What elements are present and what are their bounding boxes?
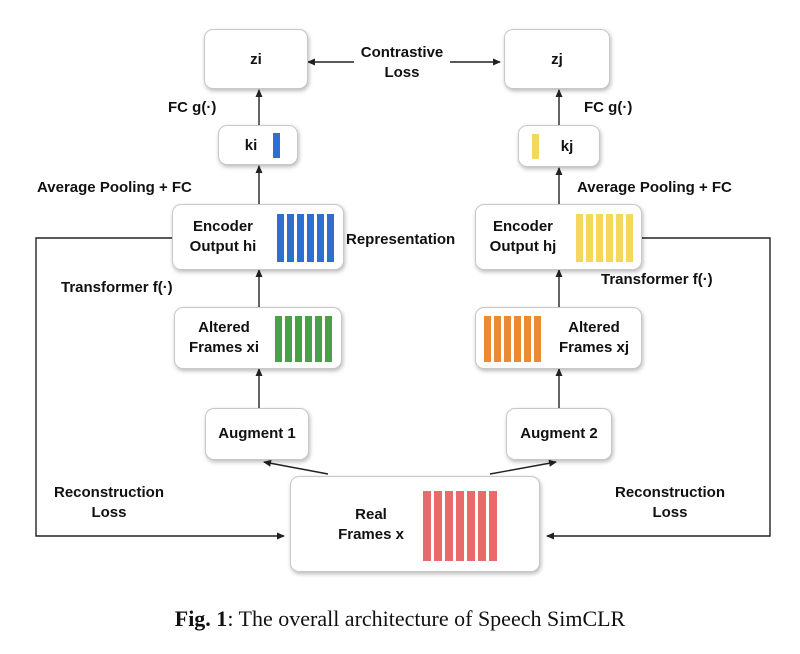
bar bbox=[467, 491, 475, 561]
bar bbox=[576, 214, 583, 262]
augment-1-box: Augment 1 bbox=[205, 408, 309, 460]
bar bbox=[456, 491, 464, 561]
bar bbox=[524, 316, 531, 362]
bar bbox=[489, 491, 497, 561]
figure-caption: Fig. 1: The overall architecture of Spee… bbox=[0, 606, 800, 632]
zi-label: zi bbox=[250, 51, 262, 68]
real-frames-x-box: Real Frames x bbox=[290, 476, 540, 572]
bar bbox=[287, 214, 294, 262]
encoder-hi-bars bbox=[277, 214, 334, 262]
fc-g-left-label: FC g(·) bbox=[168, 99, 217, 116]
ki-vector-bar bbox=[273, 133, 280, 158]
reconstruction-loss-left-2: Loss bbox=[91, 504, 127, 521]
contrastive-loss-label-1: Contrastive bbox=[360, 44, 444, 61]
zj-box: zj bbox=[504, 29, 610, 89]
transformer-left-label: Transformer f(·) bbox=[61, 279, 173, 296]
kj-label: kj bbox=[560, 138, 574, 155]
real-line1: Real bbox=[355, 506, 387, 523]
altered-xi-bars bbox=[275, 316, 332, 362]
bar bbox=[445, 491, 453, 561]
bar bbox=[606, 214, 613, 262]
altered-frames-xi-box: Altered Frames xi bbox=[174, 307, 342, 369]
bar bbox=[626, 214, 633, 262]
bar bbox=[494, 316, 501, 362]
bar bbox=[514, 316, 521, 362]
encoder-hj-line1: Encoder bbox=[492, 218, 553, 235]
bar bbox=[423, 491, 431, 561]
real-frames-bars bbox=[423, 491, 497, 561]
arrow-real-to-augment-2 bbox=[489, 459, 557, 475]
bar bbox=[478, 491, 486, 561]
contrastive-loss-label-2: Loss bbox=[384, 64, 420, 81]
encoder-output-hj-box: Encoder Output hj bbox=[475, 204, 642, 270]
encoder-output-hi-box: Encoder Output hi bbox=[172, 204, 344, 270]
real-line2: Frames x bbox=[338, 526, 404, 543]
bar bbox=[277, 214, 284, 262]
arrow-real-to-augment-1 bbox=[263, 459, 329, 475]
zj-label: zj bbox=[551, 51, 563, 68]
altered-xj-bars bbox=[484, 316, 541, 362]
avg-pooling-left-label: Average Pooling + FC bbox=[37, 179, 192, 196]
encoder-hi-line1: Encoder bbox=[192, 218, 253, 235]
encoder-hj-line2: Output hj bbox=[489, 238, 557, 255]
bar bbox=[315, 316, 322, 362]
augment-2-label: Augment 2 bbox=[520, 425, 598, 442]
augment-2-box: Augment 2 bbox=[506, 408, 612, 460]
ki-box: ki bbox=[218, 125, 298, 165]
bar bbox=[305, 316, 312, 362]
fc-g-right-label: FC g(·) bbox=[584, 99, 633, 116]
reconstruction-loss-right-2: Loss bbox=[652, 504, 688, 521]
reconstruction-loss-left-1: Reconstruction bbox=[53, 484, 164, 501]
altered-xj-line2: Frames xj bbox=[558, 339, 630, 356]
bar bbox=[504, 316, 511, 362]
bar bbox=[327, 214, 334, 262]
bar bbox=[295, 316, 302, 362]
altered-xi-line1: Altered bbox=[198, 319, 250, 336]
bar bbox=[285, 316, 292, 362]
encoder-hi-line2: Output hi bbox=[189, 238, 257, 255]
kj-box: kj bbox=[518, 125, 600, 167]
reconstruction-path-left bbox=[35, 237, 285, 540]
zi-box: zi bbox=[204, 29, 308, 89]
bar bbox=[534, 316, 541, 362]
bar bbox=[325, 316, 332, 362]
transformer-right-label: Transformer f(·) bbox=[601, 271, 713, 288]
bar bbox=[275, 316, 282, 362]
avg-pooling-right-label: Average Pooling + FC bbox=[577, 179, 732, 196]
caption-prefix: Fig. 1 bbox=[174, 606, 228, 631]
altered-frames-xj-box: Altered Frames xj bbox=[475, 307, 642, 369]
bar bbox=[596, 214, 603, 262]
kj-vector-bar bbox=[532, 134, 539, 159]
bar bbox=[484, 316, 491, 362]
bar bbox=[616, 214, 623, 262]
caption-text: : The overall architecture of Speech Sim… bbox=[227, 606, 626, 631]
representation-label: Representation bbox=[346, 231, 456, 248]
bar bbox=[317, 214, 324, 262]
reconstruction-path-right bbox=[546, 237, 771, 540]
ki-label: ki bbox=[244, 137, 258, 154]
bar bbox=[434, 491, 442, 561]
bar bbox=[586, 214, 593, 262]
reconstruction-loss-right-1: Reconstruction bbox=[614, 484, 725, 501]
altered-xi-line2: Frames xi bbox=[188, 339, 260, 356]
altered-xj-line1: Altered bbox=[568, 319, 620, 336]
augment-1-label: Augment 1 bbox=[218, 425, 296, 442]
encoder-hj-bars bbox=[576, 214, 633, 262]
bar bbox=[297, 214, 304, 262]
bar bbox=[307, 214, 314, 262]
